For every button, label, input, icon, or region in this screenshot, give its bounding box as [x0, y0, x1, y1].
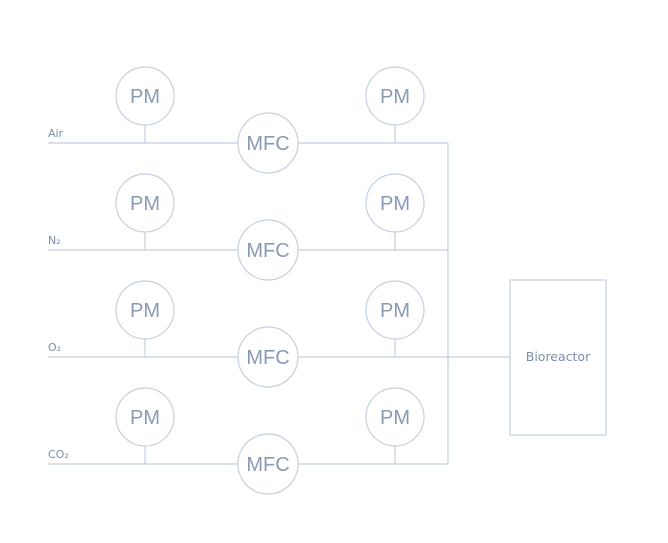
- gas-line-row: O₂ PM PM MFC: [48, 280, 448, 388]
- pm-circle: [115, 387, 175, 447]
- bioreactor-label: Bioreactor: [526, 349, 591, 364]
- pressure-meter-downstream[interactable]: PM: [365, 66, 425, 143]
- mfc-label: MFC: [246, 240, 289, 262]
- gas-label: O₂: [48, 341, 61, 354]
- mass-flow-controller[interactable]: MFC: [237, 326, 299, 388]
- pm-circle: [115, 66, 175, 126]
- pm-circle: [365, 173, 425, 233]
- gas-label: Air: [48, 127, 64, 140]
- gas-line-row: Air PM PM MFC: [48, 66, 448, 174]
- mfc-label: MFC: [246, 347, 289, 369]
- mass-flow-controller[interactable]: MFC: [237, 219, 299, 281]
- mfc-circle: [237, 219, 299, 281]
- pressure-meter-downstream[interactable]: PM: [365, 387, 425, 464]
- pm-circle: [365, 387, 425, 447]
- pm-label: PM: [380, 407, 410, 429]
- mass-flow-controller[interactable]: MFC: [237, 433, 299, 495]
- pm-circle: [365, 280, 425, 340]
- pm-label: PM: [130, 407, 160, 429]
- mass-flow-controller[interactable]: MFC: [237, 112, 299, 174]
- pressure-meter-downstream[interactable]: PM: [365, 280, 425, 357]
- pressure-meter-upstream[interactable]: PM: [115, 280, 175, 357]
- mfc-circle: [237, 112, 299, 174]
- gas-label: CO₂: [48, 448, 69, 461]
- pressure-meter-upstream[interactable]: PM: [115, 173, 175, 250]
- pm-circle: [365, 66, 425, 126]
- gas-label: N₂: [48, 234, 61, 247]
- mfc-label: MFC: [246, 454, 289, 476]
- pm-label: PM: [130, 86, 160, 108]
- pm-label: PM: [130, 300, 160, 322]
- gas-line-row: N₂ PM PM MFC: [48, 173, 448, 281]
- bioreactor-box: [509, 279, 607, 436]
- pm-label: PM: [380, 300, 410, 322]
- gas-line-row: CO₂ PM PM MFC: [48, 387, 448, 495]
- pm-label: PM: [380, 193, 410, 215]
- pressure-meter-upstream[interactable]: PM: [115, 387, 175, 464]
- pm-circle: [115, 280, 175, 340]
- pressure-meter-upstream[interactable]: PM: [115, 66, 175, 143]
- pressure-meter-downstream[interactable]: PM: [365, 173, 425, 250]
- mfc-circle: [237, 433, 299, 495]
- pm-label: PM: [380, 86, 410, 108]
- bioreactor[interactable]: Bioreactor: [509, 279, 607, 436]
- mfc-label: MFC: [246, 133, 289, 155]
- pm-circle: [115, 173, 175, 233]
- pm-label: PM: [130, 193, 160, 215]
- mfc-circle: [237, 326, 299, 388]
